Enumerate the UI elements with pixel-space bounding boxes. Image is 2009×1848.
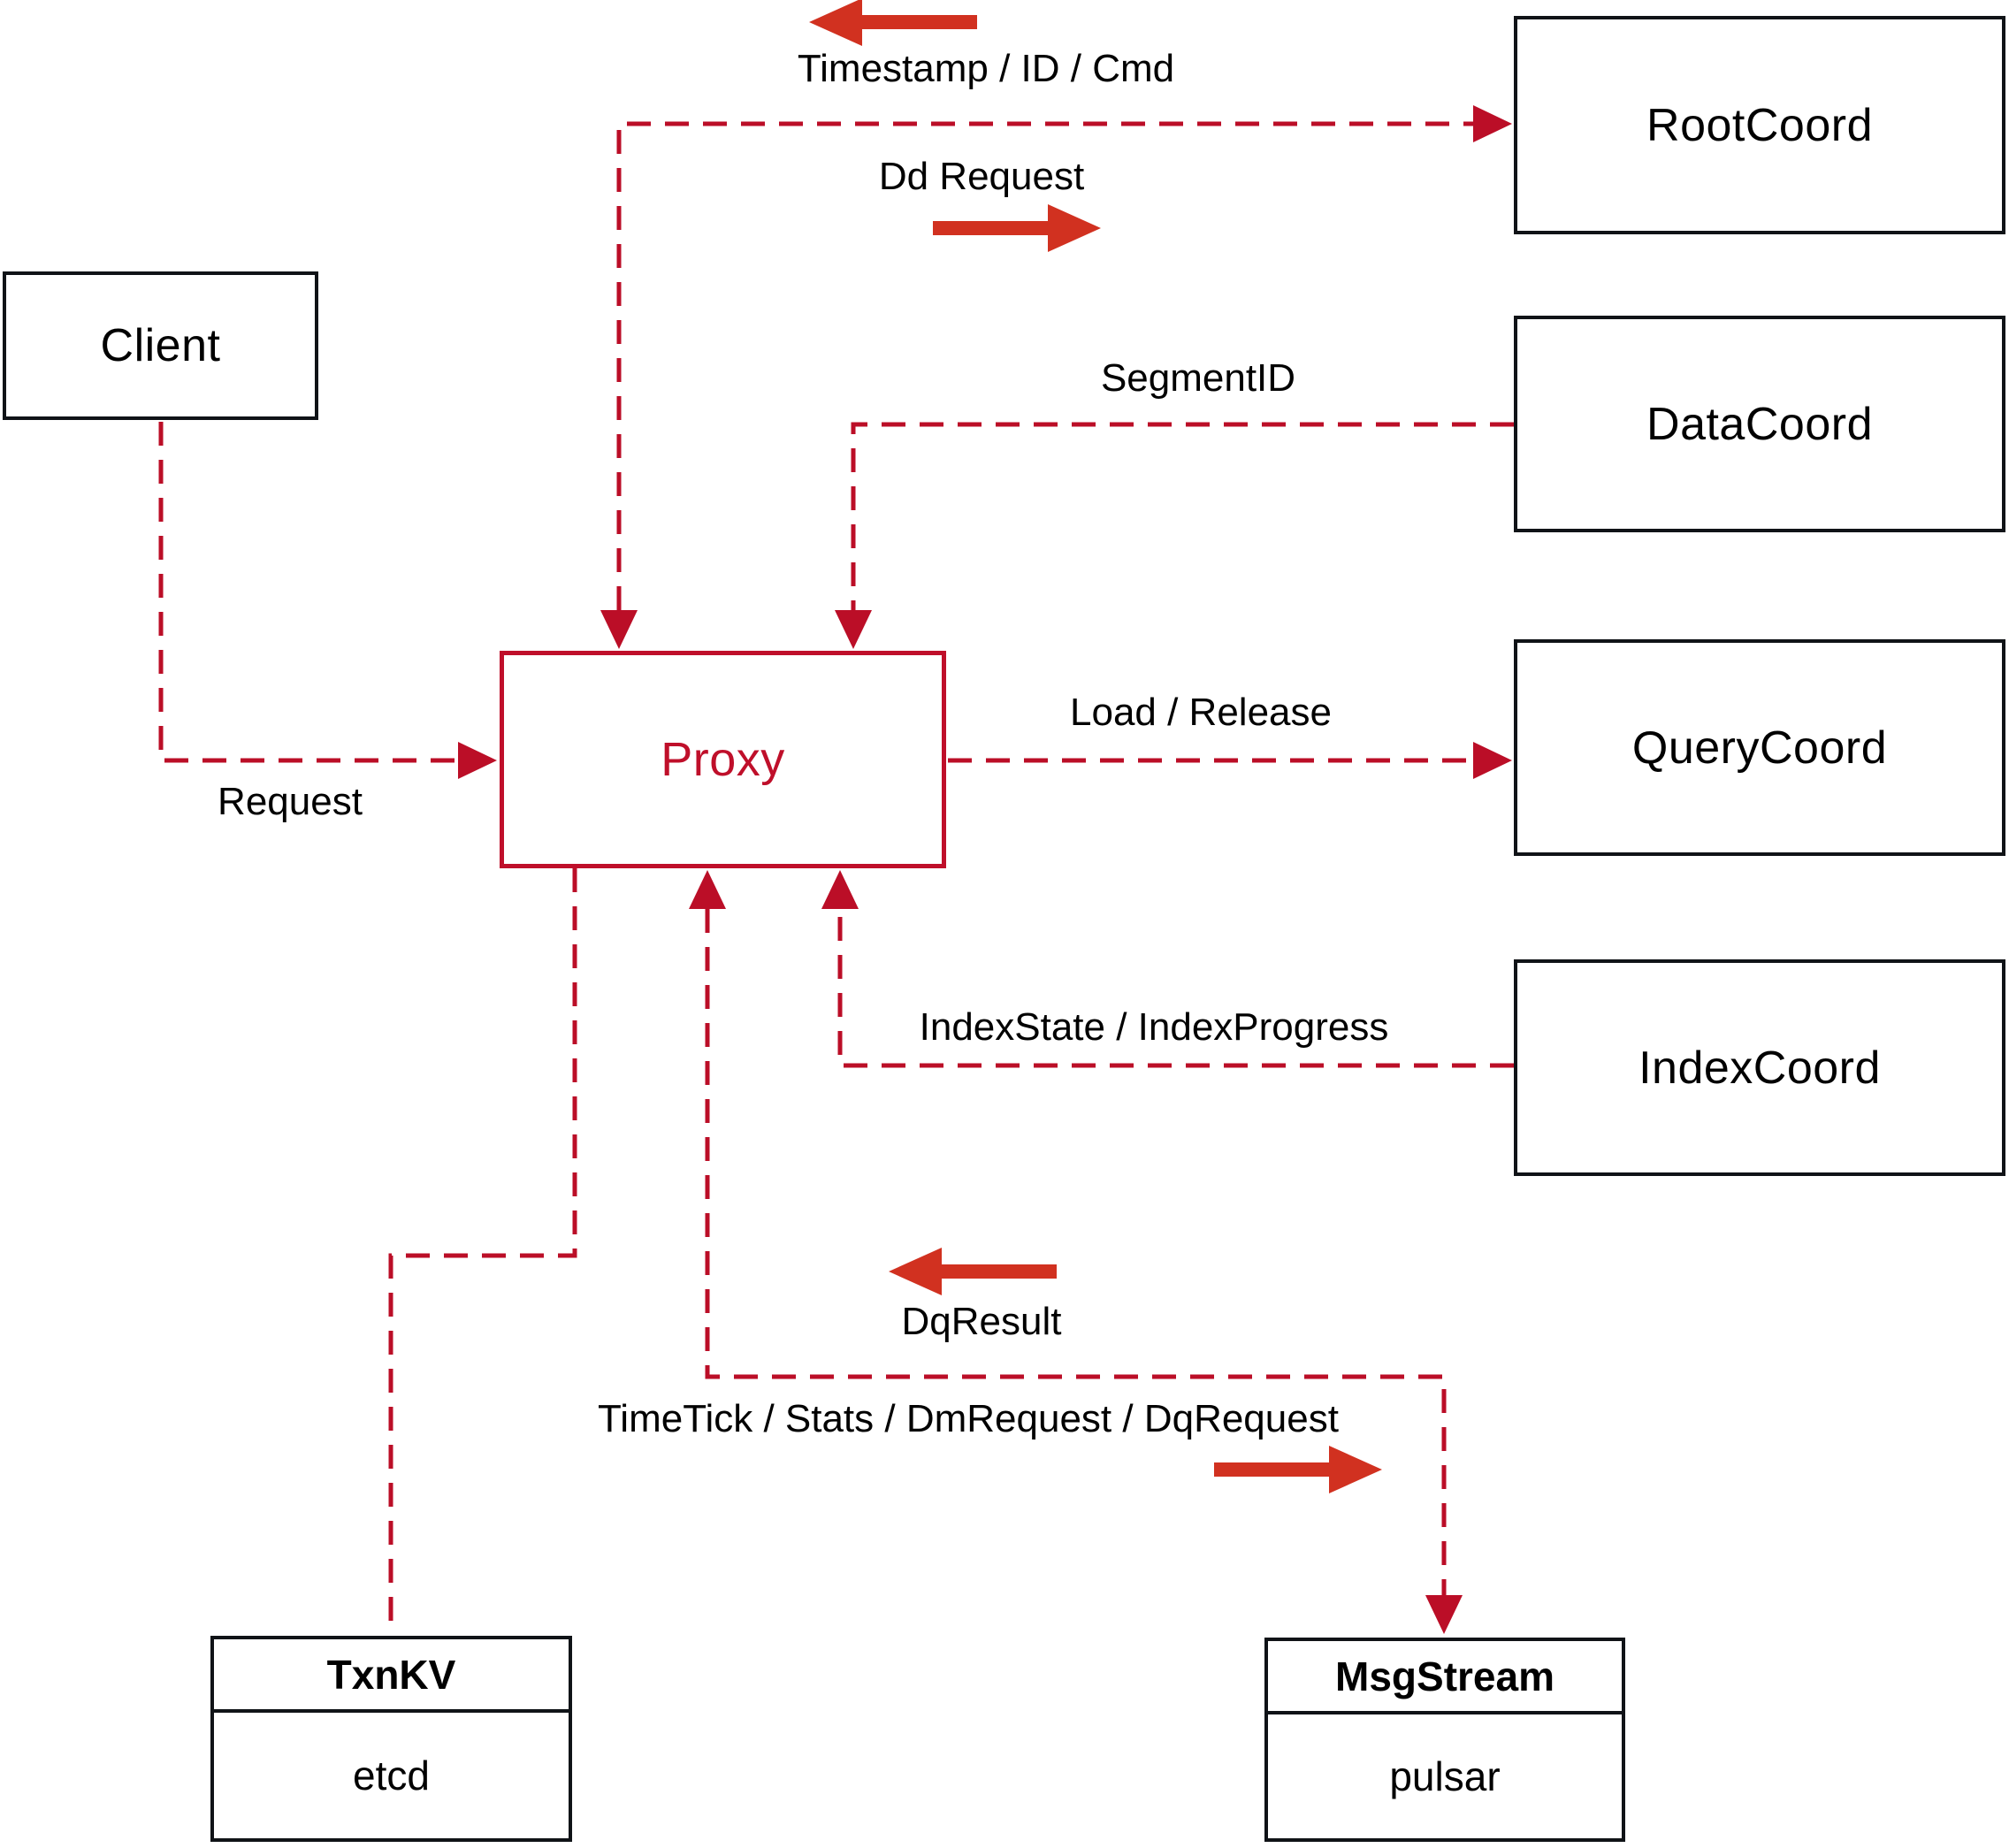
- arrowhead-into-msgstream: [1425, 1595, 1463, 1634]
- node-proxy: Proxy: [500, 651, 946, 868]
- edge-label-segment-id: SegmentID: [1100, 356, 1296, 400]
- node-client-label: Client: [100, 320, 221, 371]
- edge-label-load-release: Load / Release: [1070, 691, 1332, 734]
- node-datacoord-label: DataCoord: [1646, 398, 1873, 450]
- right-arrow-icon: [933, 204, 1101, 252]
- left-arrow-icon: [889, 1248, 1057, 1295]
- arrowhead-into-rootcoord: [1473, 105, 1512, 142]
- edge-label-time-tick: TimeTick / Stats / DmRequest / DqRequest: [598, 1397, 1339, 1440]
- arrowhead-into-querycoord: [1473, 742, 1512, 779]
- edge-label-timestamp-id-cmd: Timestamp / ID / Cmd: [797, 47, 1175, 90]
- edge-label-dd-request: Dd Request: [878, 155, 1085, 198]
- edge-indexcoord-to-proxy: [837, 909, 1514, 1068]
- left-arrow-icon: [809, 0, 977, 46]
- arrowhead-into-proxy-left: [458, 742, 497, 779]
- edge-proxy-msgstream: [705, 909, 1447, 1595]
- edge-client-to-proxy: [158, 422, 458, 763]
- arrowhead-into-proxy-bottom-index: [821, 870, 859, 909]
- node-client: Client: [3, 271, 318, 420]
- arrowhead-into-proxy-top-root: [600, 610, 638, 649]
- edge-datacoord-to-proxy: [851, 422, 1514, 610]
- node-msgstream: MsgStream pulsar: [1264, 1638, 1625, 1842]
- node-rootcoord: RootCoord: [1514, 16, 2005, 234]
- node-msgstream-subtitle: pulsar: [1389, 1753, 1501, 1799]
- node-txnkv-title: TxnKV: [214, 1639, 569, 1713]
- edge-label-request: Request: [218, 780, 363, 823]
- node-msgstream-title: MsgStream: [1268, 1641, 1622, 1714]
- node-querycoord-label: QueryCoord: [1631, 722, 1888, 774]
- edge-label-index-state-progress: IndexState / IndexProgress: [919, 1005, 1389, 1049]
- node-indexcoord-label: IndexCoord: [1639, 1042, 1881, 1094]
- node-txnkv: TxnKV etcd: [210, 1636, 572, 1842]
- arrowhead-into-proxy-bottom-timetick: [689, 870, 726, 909]
- right-arrow-icon: [1214, 1446, 1382, 1493]
- node-indexcoord: IndexCoord: [1514, 959, 2005, 1176]
- node-txnkv-subtitle: etcd: [353, 1753, 430, 1798]
- node-proxy-label: Proxy: [661, 733, 785, 786]
- node-querycoord: QueryCoord: [1514, 639, 2005, 856]
- edge-proxy-to-txnkv: [388, 868, 577, 1634]
- arrowhead-into-proxy-top-segment: [835, 610, 872, 649]
- node-rootcoord-label: RootCoord: [1646, 99, 1873, 151]
- edge-proxy-rootcoord: [616, 121, 1473, 610]
- node-datacoord: DataCoord: [1514, 316, 2005, 532]
- edge-label-dq-result: DqResult: [901, 1300, 1062, 1343]
